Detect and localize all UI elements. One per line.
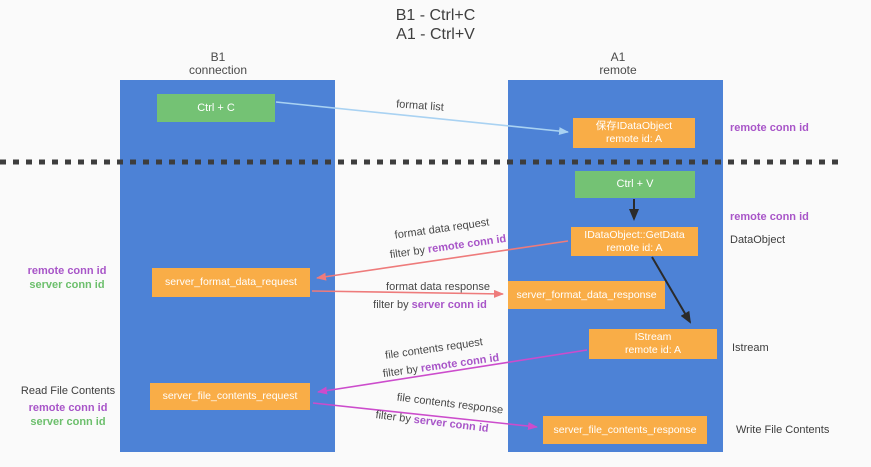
right-column-header: A1 remote	[568, 51, 668, 77]
server-conn-id-text: server conn id	[411, 299, 487, 311]
format-data-response-arrow	[311, 289, 504, 298]
left-column-name: B1	[210, 50, 226, 64]
ctrl-v-label: Ctrl + V	[616, 178, 654, 190]
server-file-contents-request-label: server_file_contents_request	[162, 390, 298, 402]
getdata-line1: IDataObject::GetData	[584, 228, 685, 241]
server-file-contents-response-node: server_file_contents_response	[543, 416, 707, 444]
left-server-conn-id-mid: server conn id	[29, 279, 105, 291]
format-data-request-arrow	[316, 240, 569, 281]
left-column-subtitle: connection	[188, 63, 248, 77]
save-idataobject-node: 保存IDataObject remote id: A	[573, 118, 695, 148]
right-column-name: A1	[610, 50, 626, 64]
server-format-data-response-label: server_format_data_response	[516, 288, 657, 301]
page-title: B1 - Ctrl+C A1 - Ctrl+V	[0, 6, 871, 44]
server-format-data-request-label: server_format_data_request	[165, 276, 297, 288]
getdata-line2: remote id: A	[606, 241, 663, 254]
save-idataobject-line1: 保存IDataObject	[595, 120, 673, 132]
ctrl-v-node: Ctrl + V	[575, 171, 695, 198]
left-remote-conn-id-mid: remote conn id	[27, 265, 107, 277]
left-remote-conn-id-bottom: remote conn id	[28, 402, 108, 414]
file-contents-response-arrow	[312, 402, 538, 431]
server-format-data-response-node: server_format_data_response	[508, 281, 665, 309]
server-format-data-request-node: server_format_data_request	[152, 268, 310, 297]
arrow-label-format-data-response: format data response	[386, 281, 490, 293]
filter-by-text: filter by	[373, 299, 409, 311]
server-file-contents-request-node: server_file_contents_request	[150, 383, 310, 410]
right-write-file-contents-label: Write File Contents	[736, 424, 830, 436]
left-read-file-contents-label: Read File Contents	[20, 385, 116, 397]
format-list-arrow	[275, 101, 569, 136]
left-server-conn-id-bottom: server conn id	[30, 416, 106, 428]
save-idataobject-line2: remote id: A	[605, 133, 663, 145]
istream-node: IStream remote id: A	[589, 329, 717, 359]
right-dataobject-label: DataObject	[730, 234, 786, 246]
title-line-2: A1 - Ctrl+V	[396, 26, 475, 43]
title-line-1: B1 - Ctrl+C	[395, 7, 476, 24]
ctrl-c-node: Ctrl + C	[157, 94, 275, 122]
right-remote-conn-id-mid: remote conn id	[730, 211, 809, 223]
file-contents-request-arrow	[317, 349, 588, 395]
left-column-header: B1 connection	[168, 51, 268, 77]
idataobject-getdata-node: IDataObject::GetData remote id: A	[571, 227, 698, 256]
server-file-contents-response-label: server_file_contents_response	[553, 423, 697, 436]
right-remote-conn-id-top: remote conn id	[730, 122, 809, 134]
getdata-to-istream-arrow	[651, 256, 692, 324]
right-istream-label: Istream	[732, 342, 769, 354]
ctrl-c-label: Ctrl + C	[197, 101, 235, 114]
right-column-subtitle: remote	[599, 63, 637, 77]
istream-line1: IStream	[634, 331, 672, 343]
istream-line2: remote id: A	[624, 344, 682, 356]
